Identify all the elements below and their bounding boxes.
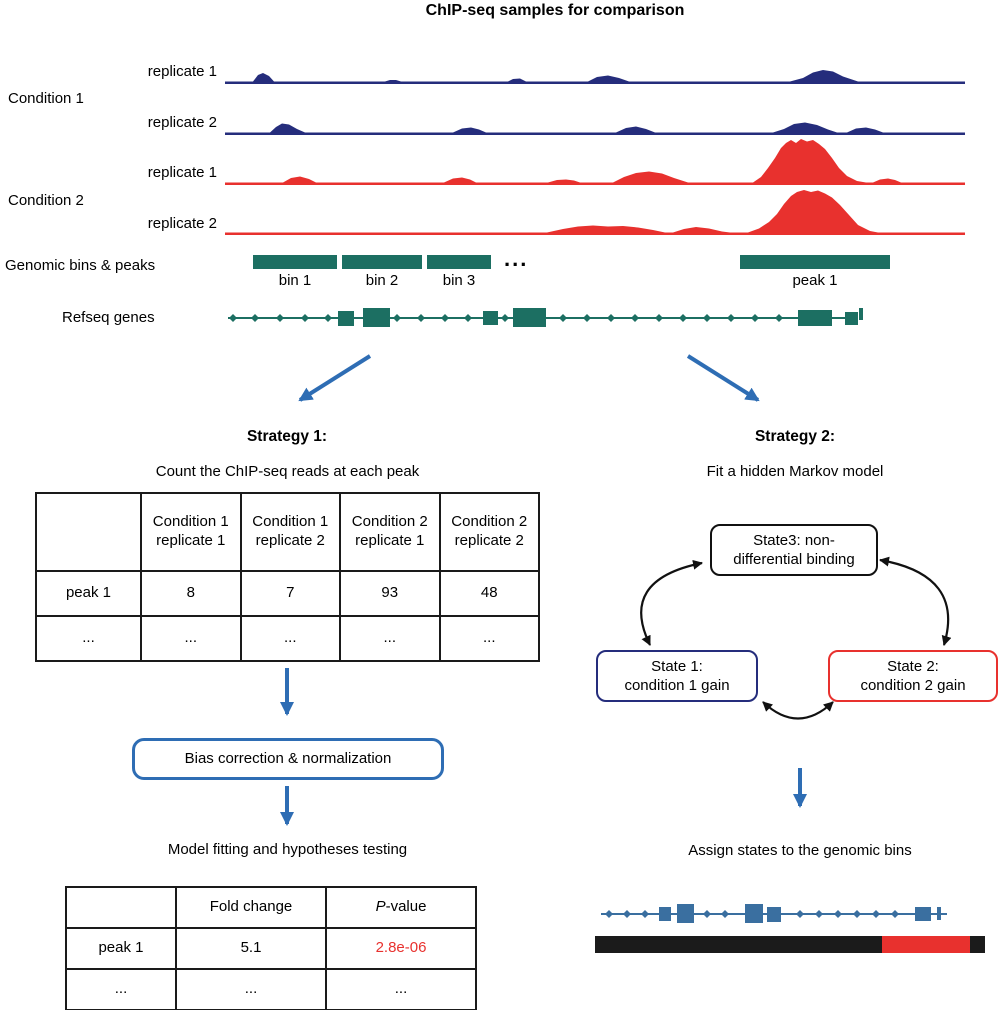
counts-cell: peak 1 [35,570,142,617]
results-cell: 5.1 [175,927,327,970]
state-bar-condition2-gain-segment [882,936,970,953]
results-cell-pvalue: 2.8e-06 [325,927,477,970]
condition1-replicate1-label: replicate 1 [147,63,217,80]
bias-normalization-box: Bias correction & normalization [132,738,444,780]
signal-track-condition1-replicate1 [225,70,965,84]
counts-header-cell: Condition 2 replicate 1 [339,492,441,572]
results-header-row: Fold change P-value [65,886,477,929]
refseq-gene-track [228,308,863,327]
counts-cell: ... [438,615,540,662]
results-row-peak1: peak 1 5.1 2.8e-06 [65,927,477,970]
state-bar-nondifferential-segment [595,936,882,953]
bin1-label: bin 1 [278,272,312,289]
state3-label: State3: non- differential binding [733,531,855,569]
condition2-replicate1-label: replicate 1 [147,164,217,181]
counts-table: Condition 1 replicate 1 Condition 1 repl… [35,492,540,662]
peak1-block [740,255,890,269]
counts-header-cell [35,492,142,572]
transition-arrow-state1-state2-icon [762,701,834,720]
results-table: Fold change P-value peak 1 5.1 2.8e-06 .… [65,886,477,1010]
signal-track-condition2-replicate1 [225,139,965,185]
results-cell: ... [325,968,477,1010]
hmm-transition-arrows [640,556,952,720]
arrow-down-icon [793,768,807,808]
condition1-label: Condition 1 [8,90,84,107]
bins-ellipsis: ... [504,246,529,271]
transition-arrow-state1-state3-icon [640,559,703,646]
counts-header-cell: Condition 2 replicate 2 [438,492,540,572]
state3-box: State3: non- differential binding [710,524,878,576]
counts-header-row: Condition 1 replicate 1 Condition 1 repl… [35,492,540,572]
state1-box: State 1: condition 1 gain [596,650,758,702]
results-header-cell-pvalue: P-value [325,886,477,929]
condition2-label: Condition 2 [8,192,84,209]
signal-track-condition2-replicate2 [225,190,965,235]
transition-arrow-state3-state2-icon [879,556,952,646]
results-header-cell: Fold change [175,886,327,929]
condition2-replicate2-label: replicate 2 [147,215,217,232]
bin3-label: bin 3 [442,272,476,289]
state-bar-nondifferential-segment [970,936,985,953]
bin2-label: bin 2 [365,272,399,289]
strategy1-subtitle: Count the ChIP-seq reads at each peak [155,463,420,480]
results-header-cell [65,886,177,929]
bin1-block [253,255,337,269]
counts-row-ellipsis: ... ... ... ... ... [35,615,540,662]
arrow-to-strategy2-icon [686,354,760,402]
model-fitting-text: Model fitting and hypotheses testing [167,841,408,858]
bin3-block [427,255,491,269]
counts-cell: 7 [239,570,341,617]
counts-header-cell: Condition 1 replicate 2 [239,492,341,572]
counts-cell: ... [140,615,242,662]
condition1-replicate2-label: replicate 2 [147,114,217,131]
bin2-block [342,255,422,269]
results-cell: ... [175,968,327,1010]
figure-title: ChIP-seq samples for comparison [425,2,685,19]
strategy1-heading: Strategy 1: [246,428,328,445]
counts-cell: 48 [438,570,540,617]
counts-cell: ... [35,615,142,662]
results-cell: peak 1 [65,927,177,970]
state1-label: State 1: condition 1 gain [624,657,730,695]
assign-states-text: Assign states to the genomic bins [688,842,912,859]
bins-row-label: Genomic bins & peaks [5,257,156,274]
results-row-ellipsis: ... ... ... [65,968,477,1010]
arrow-down-icon [280,668,294,716]
counts-row-peak1: peak 1 8 7 93 48 [35,570,540,617]
pvalue-italic-p: P [375,898,386,916]
signal-track-condition1-replicate2 [225,122,965,135]
state2-box: State 2: condition 2 gain [828,650,998,702]
arrow-to-strategy1-icon [298,354,372,402]
counts-cell: ... [339,615,441,662]
state2-label: State 2: condition 2 gain [860,657,966,695]
peak1-label: peak 1 [792,272,838,289]
refseq-label: Refseq genes [62,309,155,326]
counts-cell: ... [239,615,341,662]
genomic-bins-gene-track [601,904,947,923]
bias-normalization-label: Bias correction & normalization [184,750,392,768]
strategy2-subtitle: Fit a hidden Markov model [706,463,884,480]
counts-cell: 8 [140,570,242,617]
arrow-down-icon [280,786,294,826]
state-assignment-bar [595,936,985,953]
counts-header-cell: Condition 1 replicate 1 [140,492,242,572]
pvalue-rest: -value [385,898,427,916]
results-cell: ... [65,968,177,1010]
strategy2-heading: Strategy 2: [754,428,836,445]
counts-cell: 93 [339,570,441,617]
